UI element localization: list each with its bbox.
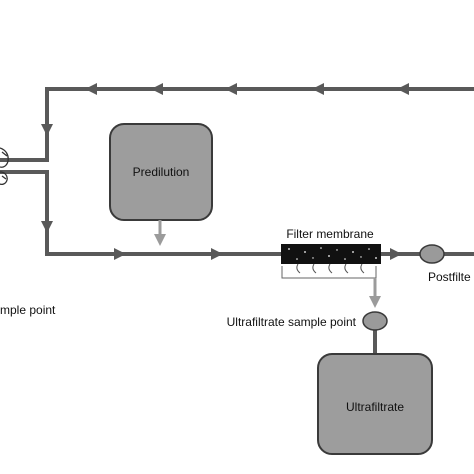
flow-arrow-right bbox=[390, 248, 402, 260]
flow-arrow-left bbox=[225, 83, 237, 95]
flow-arrow-left bbox=[151, 83, 163, 95]
filter-membrane-label: Filter membrane bbox=[286, 227, 374, 241]
return-flow-arrows bbox=[85, 83, 409, 95]
ultrafiltrate-sample-point-label: Ultrafiltrate sample point bbox=[227, 315, 357, 329]
sample-point-label: mple point bbox=[0, 303, 56, 317]
lower-flow-arrows bbox=[114, 248, 402, 260]
lower-connector bbox=[0, 170, 282, 256]
vertical-flow-arrows bbox=[41, 124, 53, 233]
device-icon bbox=[0, 147, 9, 186]
flow-arrow-down bbox=[41, 124, 53, 136]
postfilter-label: Postfilte bbox=[428, 270, 471, 284]
postfilter-sample-point bbox=[419, 244, 445, 264]
flow-arrow-left bbox=[312, 83, 324, 95]
filter-membrane bbox=[281, 244, 381, 264]
ultrafiltrate-arrow bbox=[369, 278, 381, 308]
predilution-label: Predilution bbox=[133, 165, 190, 179]
ultrafiltrate-box bbox=[317, 353, 433, 455]
flow-arrow-down bbox=[41, 221, 53, 233]
predilution-arrow bbox=[154, 220, 166, 246]
flow-arrow-left bbox=[85, 83, 97, 95]
ultrafiltrate-label: Ultrafiltrate bbox=[346, 400, 404, 414]
ultrafiltrate-sample-point bbox=[362, 311, 388, 331]
ultrafiltrate-collector bbox=[281, 266, 377, 279]
membrane-speckle bbox=[288, 247, 377, 260]
return-line bbox=[45, 87, 474, 162]
membrane-swirls bbox=[296, 263, 365, 274]
flow-arrow-right bbox=[114, 248, 126, 260]
flow-arrow-right bbox=[211, 248, 223, 260]
flow-arrow-left bbox=[397, 83, 409, 95]
